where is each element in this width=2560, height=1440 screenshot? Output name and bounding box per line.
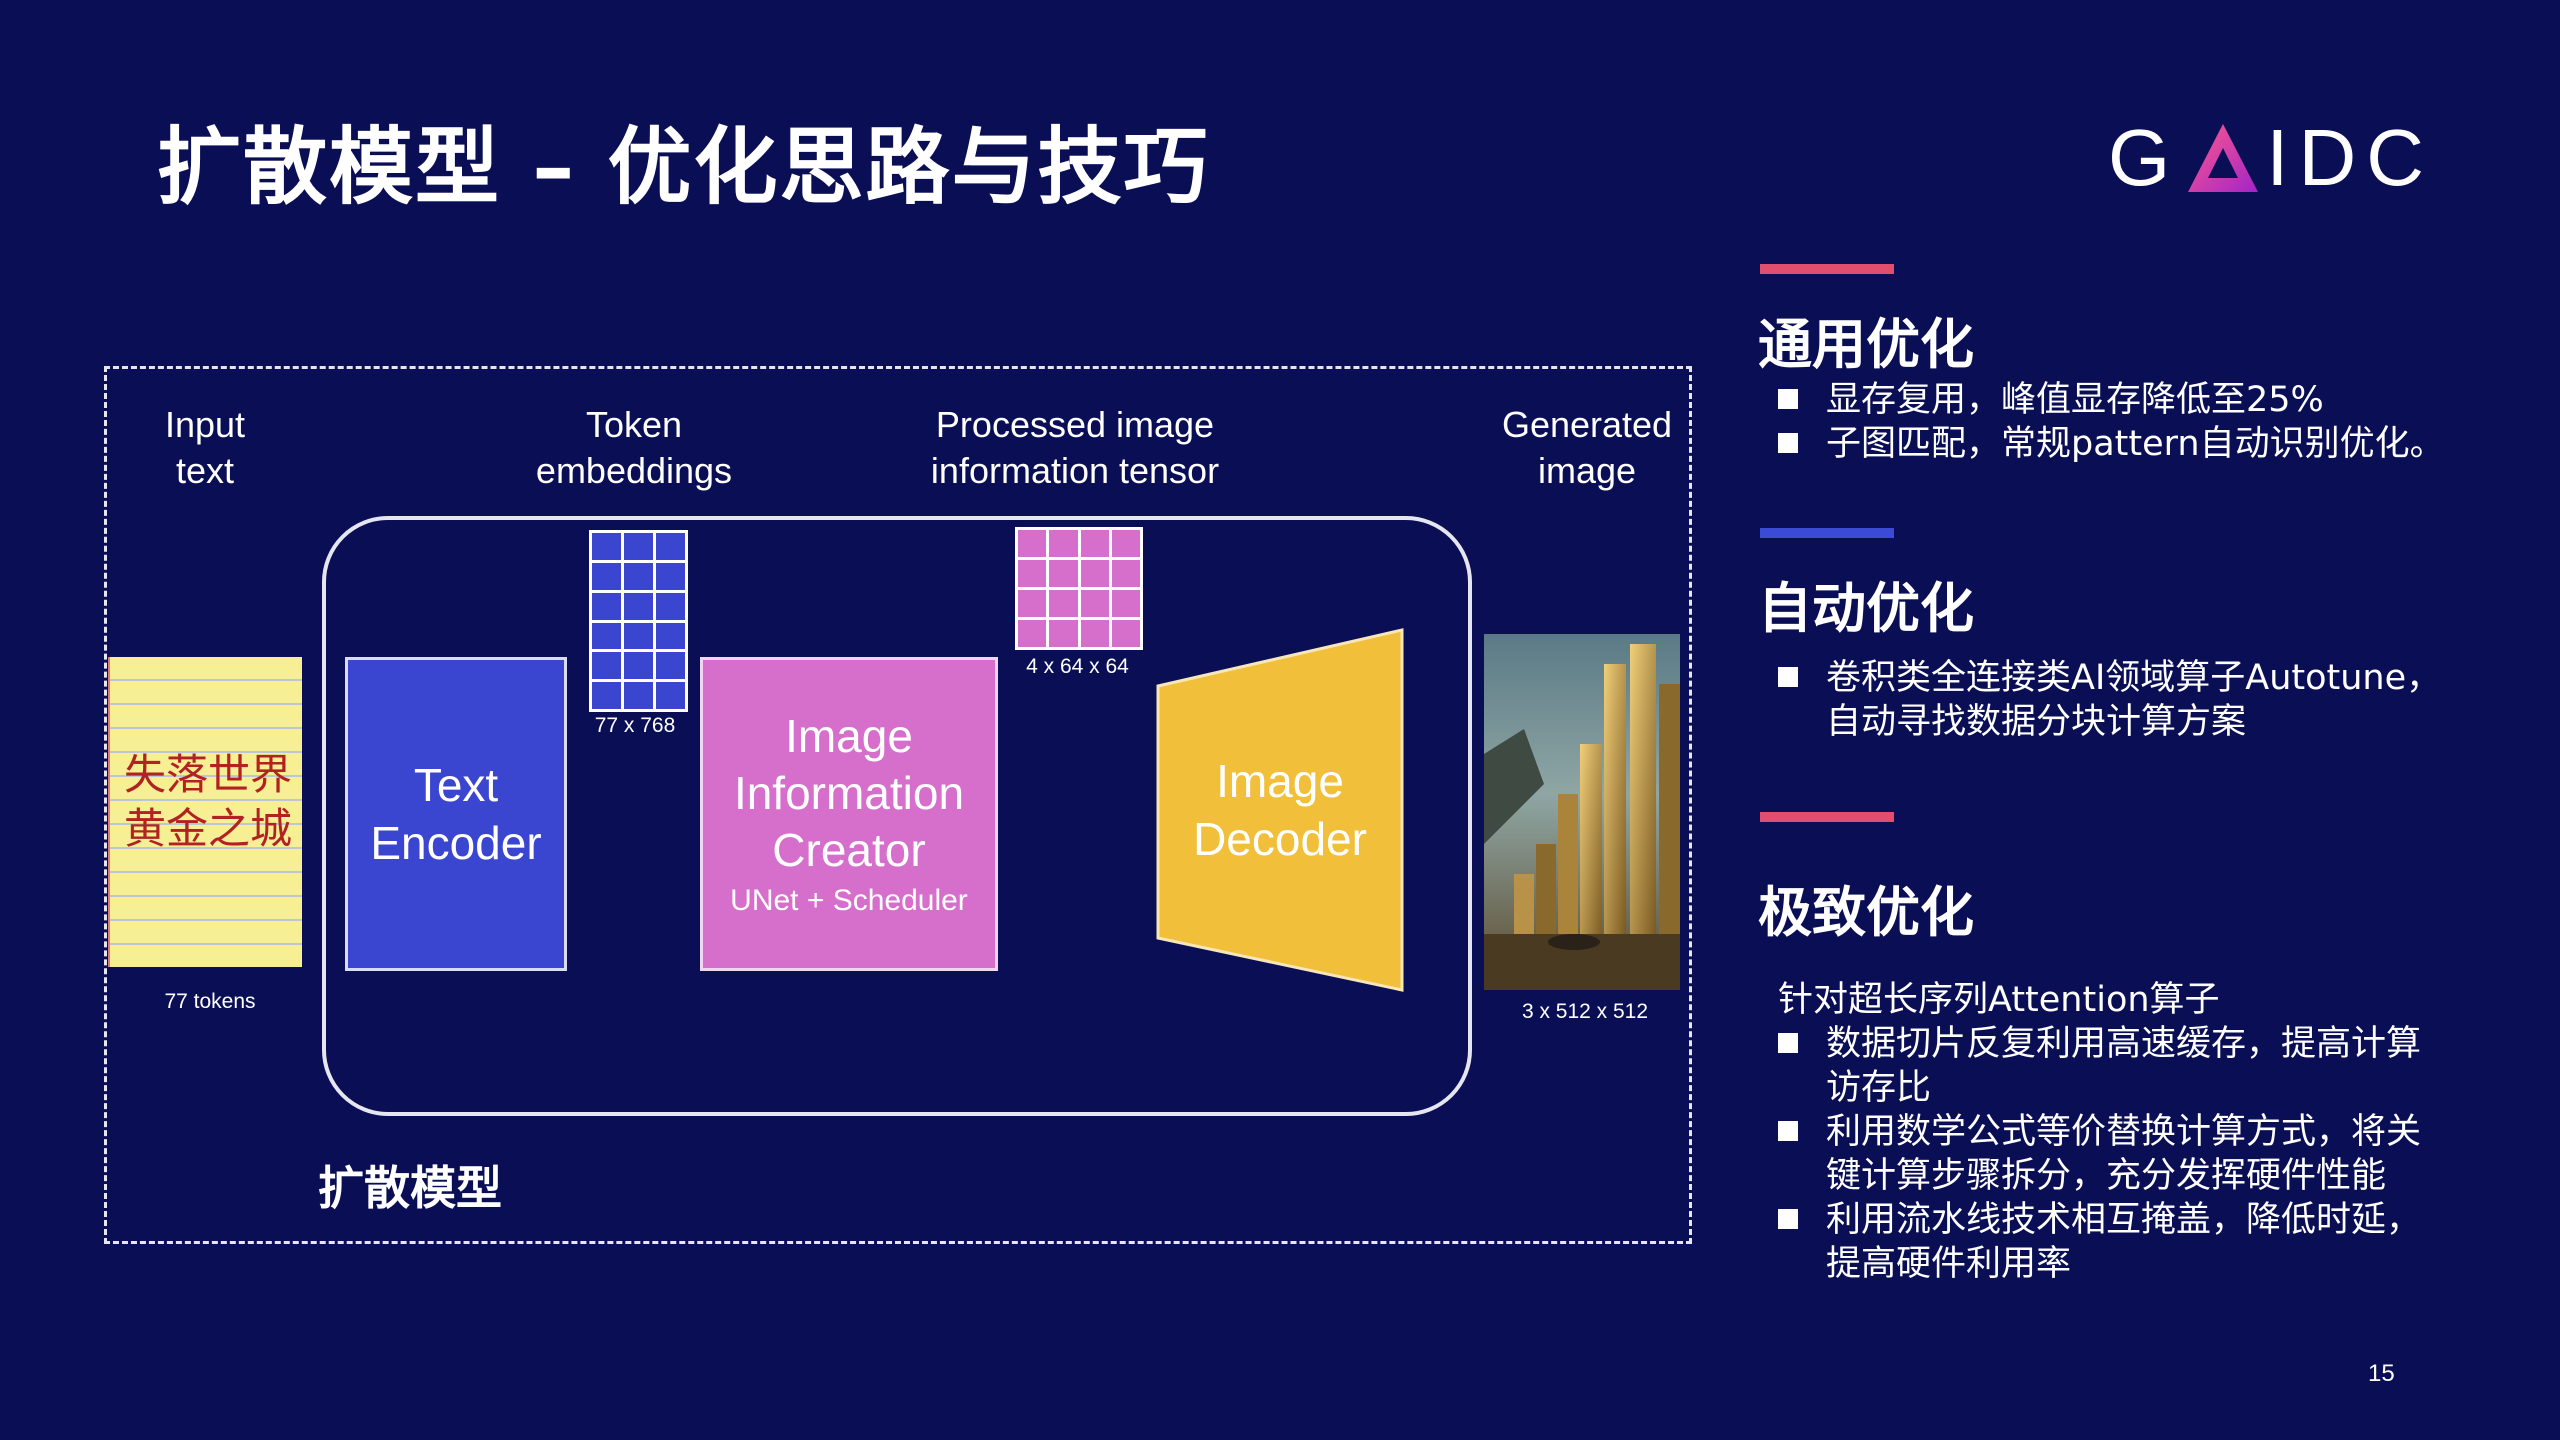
tokens-caption: 77 tokens xyxy=(164,990,256,1013)
auto-bullet-list: 卷积类全连接类AI领域算子Autotune， 自动寻找数据分块计算方案 xyxy=(1778,656,2441,744)
bullet-square-icon xyxy=(1778,1121,1798,1141)
diffusion-model-container xyxy=(322,516,1472,1116)
notepad-image xyxy=(108,657,302,967)
generated-image-label: Generated image xyxy=(1501,404,1673,491)
list-item: 利用数学公式等价替换计算方式，将关 键计算步骤拆分，充分发挥硬件性能 xyxy=(1778,1110,2421,1198)
unet-scheduler-label: UNet + Scheduler xyxy=(730,883,968,917)
extreme-bullet-list: 数据切片反复利用高速缓存，提高计算 访存比 利用数学公式等价替换计算方式，将关 … xyxy=(1778,1022,2421,1286)
general-bullet-list: 显存复用，峰值显存降低至25% 子图匹配，常规pattern自动识别优化。 xyxy=(1778,378,2445,466)
token-embedding-grid xyxy=(589,530,688,712)
gaidc-logo: G IDC xyxy=(2108,118,2434,198)
bullet-square-icon xyxy=(1778,667,1798,687)
list-item: 显存复用，峰值显存降低至25% xyxy=(1778,378,2445,422)
latent-tensor-grid xyxy=(1015,527,1143,650)
logo-text-right: IDC xyxy=(2266,113,2435,202)
token-embeddings-label: Token embeddings xyxy=(535,404,733,491)
auto-section-title: 自动优化 xyxy=(1758,577,1974,640)
list-item: 子图匹配，常规pattern自动识别优化。 xyxy=(1778,422,2445,466)
input-text-label: Input text xyxy=(164,404,246,491)
output-dims-caption: 3 x 512 x 512 xyxy=(1521,1000,1649,1023)
text-encoder-box: Text Encoder xyxy=(345,657,567,971)
embedding-dims-caption: 77 x 768 xyxy=(594,714,676,737)
bullet-square-icon xyxy=(1778,1033,1798,1053)
image-decoder-shape xyxy=(1156,628,1404,992)
general-section-bar xyxy=(1760,264,1894,274)
list-item: 数据切片反复利用高速缓存，提高计算 访存比 xyxy=(1778,1022,2421,1110)
diagram-frame xyxy=(104,366,1692,1244)
processed-tensor-label: Processed image information tensor xyxy=(930,404,1220,491)
list-item: 卷积类全连接类AI领域算子Autotune， 自动寻找数据分块计算方案 xyxy=(1778,656,2441,744)
extreme-section-title: 极致优化 xyxy=(1758,881,1974,944)
logo-text-left: G xyxy=(2108,113,2181,202)
page-number: 15 xyxy=(2368,1360,2395,1387)
bullet-square-icon xyxy=(1778,1209,1798,1229)
slide-title: 扩散模型 – 优化思路与技巧 xyxy=(157,118,1210,216)
bullet-square-icon xyxy=(1778,433,1798,453)
extreme-intro-text: 针对超长序列Attention算子 xyxy=(1778,980,2220,1020)
notepad-handwriting: 失落世界 黄金之城 xyxy=(123,750,292,853)
general-section-title: 通用优化 xyxy=(1758,313,1974,376)
auto-section-bar xyxy=(1760,528,1894,538)
bullet-square-icon xyxy=(1778,389,1798,409)
image-decoder-label: Image Decoder xyxy=(1193,755,1367,865)
tensor-dims-caption: 4 x 64 x 64 xyxy=(1026,655,1129,678)
diffusion-model-caption: 扩散模型 xyxy=(318,1161,502,1215)
list-item: 利用流水线技术相互掩盖，降低时延， 提高硬件利用率 xyxy=(1778,1198,2421,1286)
logo-triangle-icon xyxy=(2188,124,2259,192)
generated-city-image xyxy=(1484,634,1680,990)
image-information-creator-box: Image Information Creator UNet + Schedul… xyxy=(700,657,998,971)
extreme-section-bar xyxy=(1760,812,1894,822)
